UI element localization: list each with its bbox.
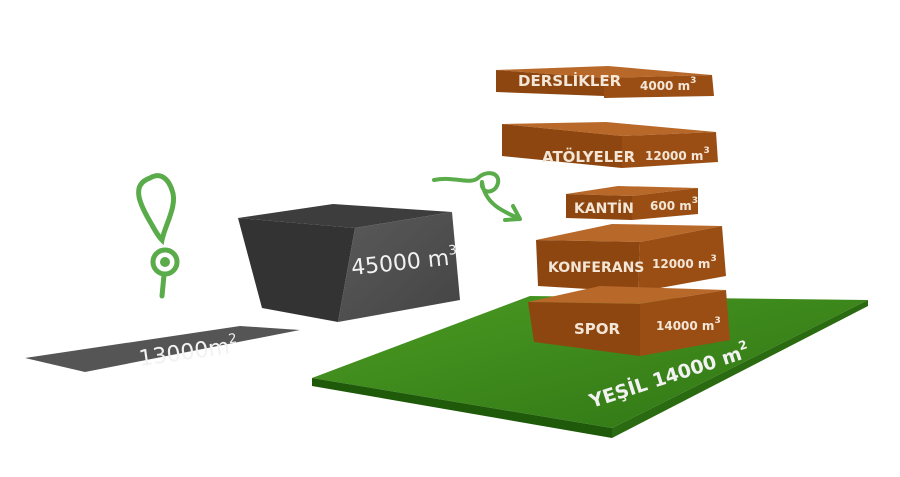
plot-area-shape [25, 326, 300, 372]
block-spor-name: SPOR [574, 320, 621, 338]
block-derslikler-front [604, 75, 714, 98]
total-volume-block: 45000 m3 [238, 204, 460, 322]
total-volume-top [238, 204, 452, 228]
location-pin-dot [160, 257, 170, 267]
plot-area: 13000m2 [25, 326, 300, 372]
block-atolyeler-volume: 12000 m3 [645, 146, 710, 163]
block-derslikler-top [496, 66, 712, 78]
block-konferans-left [536, 240, 640, 292]
block-derslikler: DERSLİKLER 4000 m3 [496, 66, 714, 98]
block-kantin-left [566, 194, 632, 220]
block-atolyeler-top [502, 122, 716, 136]
location-pin-icon [136, 173, 180, 299]
block-spor: SPOR 14000 m3 [528, 286, 730, 356]
block-konferans-top [536, 224, 722, 242]
block-atolyeler-front [622, 132, 718, 168]
block-derslikler-name: DERSLİKLER [518, 71, 622, 90]
block-kantin-front [632, 188, 698, 220]
block-spor-top [528, 286, 726, 304]
block-atolyeler: ATÖLYELER 12000 m3 [502, 122, 718, 168]
block-kantin: KANTİN 600 m3 [566, 186, 698, 220]
block-atolyeler-name: ATÖLYELER [542, 147, 636, 166]
block-konferans-volume: 12000 m3 [652, 254, 717, 271]
green-area-edge [312, 378, 612, 438]
block-derslikler-left [496, 70, 604, 96]
block-spor-volume: 14000 m3 [656, 316, 721, 333]
block-derslikler-volume: 4000 m3 [640, 76, 696, 93]
block-spor-left [528, 302, 640, 356]
curly-arrow-icon [432, 171, 522, 222]
block-spor-front [640, 290, 730, 356]
block-konferans: KONFERANS 12000 m3 [536, 224, 726, 292]
total-volume-front [338, 212, 460, 322]
block-kantin-top [566, 186, 698, 196]
block-atolyeler-left [502, 124, 622, 168]
total-volume-left [238, 218, 355, 322]
block-konferans-front [638, 226, 726, 292]
block-kantin-volume: 600 m3 [650, 196, 698, 213]
block-kantin-name: KANTİN [574, 200, 634, 217]
block-konferans-name: KONFERANS [548, 260, 644, 276]
green-area-edge-right [612, 300, 868, 438]
